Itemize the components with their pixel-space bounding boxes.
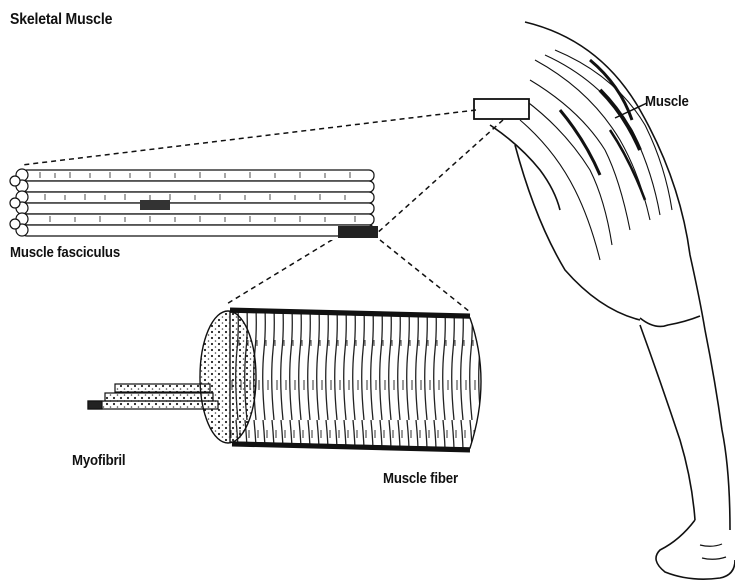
- label-myofibril: Myofibril: [72, 452, 125, 469]
- fasciculus-bundle: [10, 169, 378, 240]
- sample-box: [474, 99, 529, 119]
- diagram-title: Skeletal Muscle: [10, 11, 112, 29]
- label-muscle: Muscle: [645, 93, 689, 110]
- label-muscle-fasciculus: Muscle fasciculus: [10, 244, 120, 261]
- muscle-fiber-cylinder: [88, 310, 481, 450]
- label-muscle-fiber: Muscle fiber: [383, 470, 458, 487]
- biceps-muscle-shading: [520, 50, 672, 260]
